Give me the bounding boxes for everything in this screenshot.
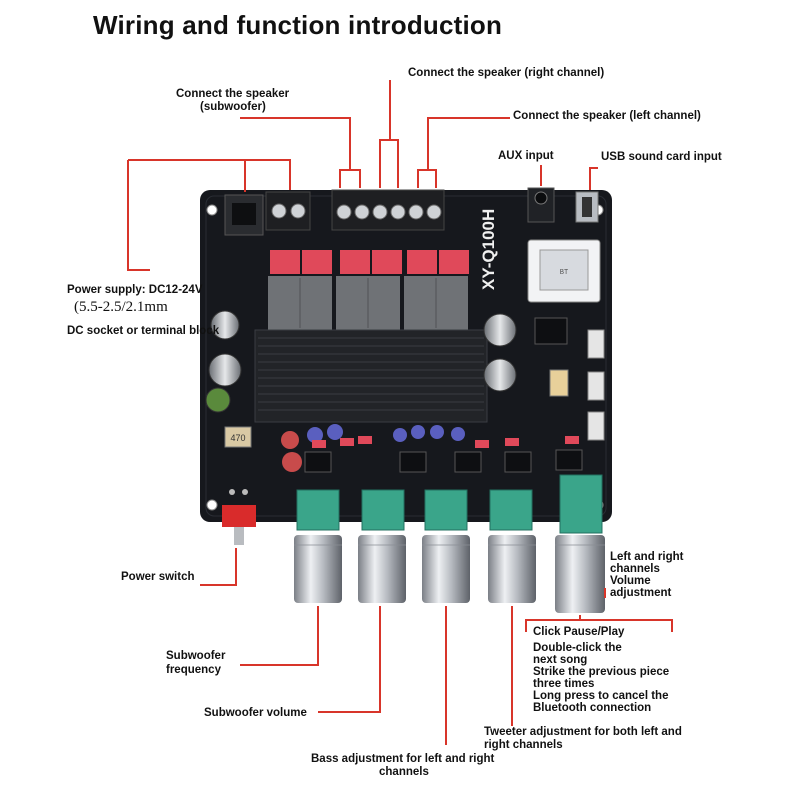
label-play-pause-line6: Long press to cancel the <box>533 690 669 702</box>
pin-headers <box>587 329 605 441</box>
usb-c-port <box>575 191 599 223</box>
diagram-title: Wiring and function introduction <box>93 10 503 40</box>
bluetooth-module: BT <box>527 239 601 303</box>
label-volume-line1: Left and right <box>610 551 684 563</box>
capacitor-value-label: 470 <box>230 433 245 443</box>
electrolytic-capacitors: 470 <box>205 310 517 472</box>
op-amp-chips <box>304 317 583 473</box>
label-play-pause-line3: next song <box>533 654 588 666</box>
label-play-pause-line2: Double-click the <box>533 642 622 654</box>
label-play-pause-line5: three times <box>533 678 595 690</box>
label-speaker-subwoofer-line1: Connect the speaker <box>176 88 290 100</box>
label-volume-line3: Volume <box>610 575 651 587</box>
label-play-pause-line4: Strike the previous piece <box>533 666 670 678</box>
label-volume-line2: channels <box>610 563 660 575</box>
label-speaker-right-channel: Connect the speaker (right channel) <box>408 67 605 79</box>
label-speaker-left-channel: Connect the speaker (left channel) <box>513 110 701 122</box>
leader-lines <box>127 80 673 745</box>
aux-jack <box>527 187 555 223</box>
output-inductors <box>268 250 469 330</box>
label-subwoofer-volume: Subwoofer volume <box>204 707 307 719</box>
dc-power-jack <box>224 194 264 236</box>
potentiometers <box>296 474 603 534</box>
label-bass-adjustment-line2: channels <box>379 766 429 778</box>
label-tweeter-adjustment-line1: Tweeter adjustment for both left and <box>484 726 682 738</box>
label-subwoofer-frequency-line1: Subwoofer <box>166 650 226 662</box>
heatsink <box>254 329 488 423</box>
label-play-pause-line1: Click Pause/Play <box>533 626 625 638</box>
label-power-supply-line1: Power supply: DC12-24V <box>67 284 203 296</box>
speaker-terminal-block <box>331 189 445 231</box>
power-terminal-block <box>265 191 311 231</box>
label-bass-adjustment-line1: Bass adjustment for left and right <box>311 753 495 765</box>
label-subwoofer-frequency-line2: frequency <box>166 664 221 676</box>
label-aux-input: AUX input <box>498 150 554 162</box>
power-switch <box>222 489 256 545</box>
svg-text:BT: BT <box>560 269 568 277</box>
label-power-supply-line3: DC socket or terminal block <box>67 325 220 337</box>
label-play-pause-line7: Bluetooth connection <box>533 702 652 714</box>
label-tweeter-adjustment-line2: right channels <box>484 739 563 751</box>
label-power-supply-line2: (5.5-2.5/2.1mm <box>74 299 168 315</box>
board-model-label: XY-Q100H <box>479 209 498 290</box>
label-power-switch: Power switch <box>121 571 195 583</box>
label-speaker-subwoofer-line2: (subwoofer) <box>200 101 266 113</box>
label-usb-input: USB sound card input <box>601 151 722 163</box>
small-red-components <box>312 436 579 448</box>
control-knobs <box>294 535 605 613</box>
label-volume-line4: adjustment <box>610 587 672 599</box>
